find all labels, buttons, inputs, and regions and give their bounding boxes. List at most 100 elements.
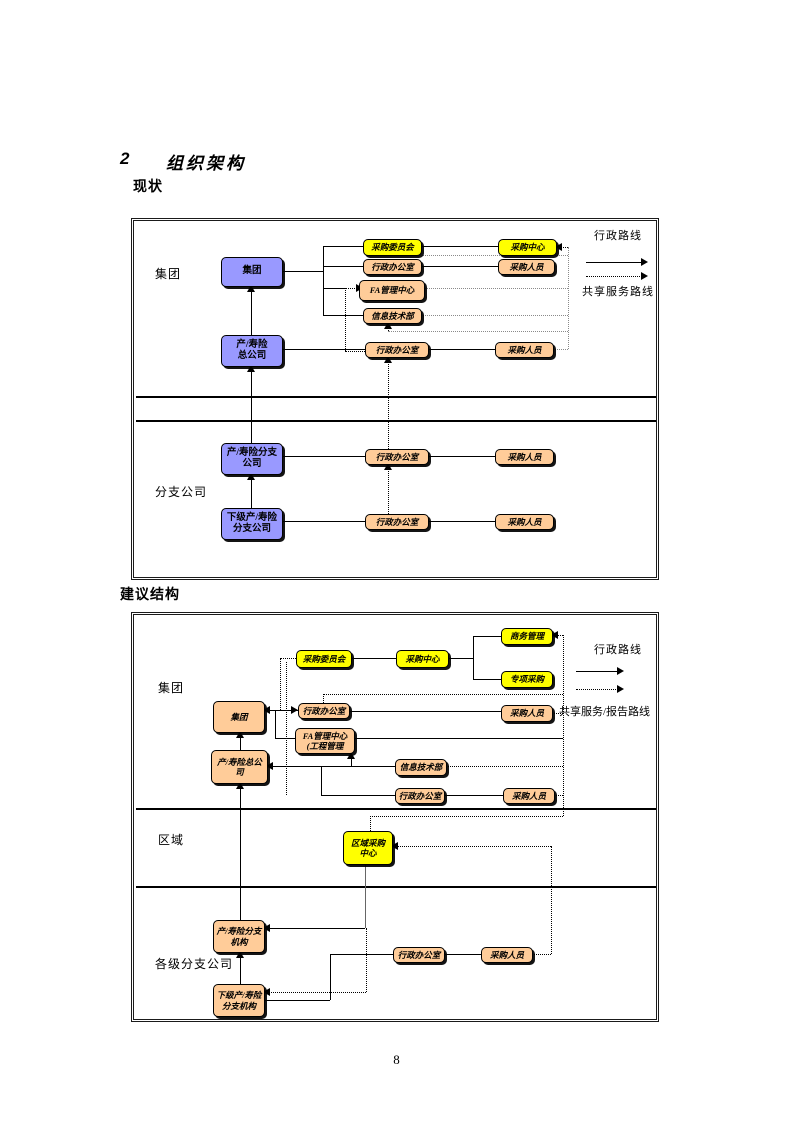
connector [281, 521, 365, 522]
node-regional-purchasing-center: 区域采购 中心 [343, 831, 393, 865]
node-admin-office: 行政办公室 [365, 449, 429, 465]
legend-shared-route: 共享服务路线 [582, 286, 654, 298]
node-purchasing-staff: 采购人员 [503, 788, 555, 804]
connector-dotted [323, 694, 563, 695]
arrowhead [247, 473, 255, 480]
legend-arrow-icon [641, 272, 648, 280]
node-admin-office: 行政办公室 [393, 947, 445, 963]
connector-dotted [370, 816, 563, 817]
connector [321, 795, 395, 796]
node-purchasing-staff: 采购人员 [495, 449, 554, 465]
connector [473, 636, 474, 679]
connector [281, 271, 323, 272]
arrowhead [263, 988, 270, 996]
legend-dotted-line [576, 689, 618, 690]
connector [443, 795, 503, 796]
connector [420, 246, 498, 247]
connector [330, 954, 331, 1000]
arrowhead [236, 951, 244, 958]
connector [348, 711, 501, 712]
connector [427, 521, 495, 522]
node-admin-office: 行政办公室 [365, 514, 429, 530]
node-fa-center: FA管理中心 [359, 280, 425, 301]
connector [443, 954, 481, 955]
arrowhead [263, 706, 270, 714]
node-admin-office: 行政办公室 [365, 342, 429, 358]
arrowhead [236, 782, 244, 789]
node-business-management: 商务管理 [501, 628, 553, 645]
node-it-dept: 信息技术部 [363, 308, 422, 324]
arrowhead [263, 924, 270, 932]
band-separator [136, 420, 656, 422]
connector-dotted [531, 954, 551, 955]
arrowhead [247, 285, 255, 292]
diagram-proposed-structure: 集团 区域 各级分支公司 行政路线 共享服务/报告路线 [131, 612, 659, 1022]
node-head-office: 产/寿险 总公司 [221, 335, 283, 367]
connector [330, 954, 393, 955]
arrowhead [347, 752, 355, 759]
band-separator [136, 808, 656, 810]
connector [263, 710, 298, 711]
connector [263, 1000, 330, 1001]
connector [321, 766, 322, 795]
connector-dotted [552, 349, 568, 350]
node-head-office: 产/寿险总公 司 [211, 750, 268, 784]
connector [240, 731, 241, 750]
connector [323, 288, 347, 289]
connector [353, 738, 563, 739]
connector [365, 863, 366, 928]
node-admin-office: 行政办公室 [395, 788, 445, 804]
band-label-region: 区域 [158, 833, 185, 847]
arrowhead [291, 706, 298, 714]
arrowhead [247, 365, 255, 372]
node-group: 集团 [213, 701, 265, 733]
connector-dotted [423, 288, 568, 289]
node-group: 集团 [221, 257, 283, 287]
diagram-current-state: 集团 分支公司 行政路线 共享服务路线 [131, 218, 659, 580]
node-purchasing-center: 采购中心 [498, 239, 557, 256]
band-separator [136, 886, 656, 888]
connector [251, 473, 252, 508]
legend-shared-route: 共享服务/报告路线 [559, 706, 651, 718]
connector-dotted [280, 658, 296, 659]
legend-arrow-icon [617, 685, 624, 693]
connector [473, 636, 501, 637]
legend-arrow-icon [641, 258, 648, 266]
legend-solid-line [576, 671, 618, 672]
connector [275, 738, 295, 739]
node-purchasing-staff: 采购人员 [481, 947, 533, 963]
legend-solid-line [586, 262, 642, 263]
arrowhead [266, 762, 273, 770]
band-label-group: 集团 [155, 267, 182, 281]
connector [427, 456, 495, 457]
node-branch-company: 产/寿险分支 公司 [221, 443, 283, 475]
legend-dotted-line [586, 276, 642, 277]
arrowhead [384, 322, 392, 329]
arrowhead [384, 356, 392, 363]
connector-dotted [267, 992, 366, 993]
connector [323, 315, 363, 316]
heading-number: 2 [120, 149, 130, 168]
connector-dotted [445, 766, 563, 767]
connector [251, 285, 252, 335]
connector [281, 456, 365, 457]
connector [427, 349, 495, 350]
connector-dotted [388, 463, 389, 514]
connector-dotted [393, 846, 551, 847]
page-number: 8 [393, 1052, 400, 1067]
node-sub-branch-company: 下级产/寿险 分支公司 [221, 508, 283, 540]
connector-dotted [286, 662, 287, 795]
connector [266, 766, 395, 767]
connector-dotted [388, 356, 389, 449]
connector [240, 951, 241, 984]
arrowhead [236, 731, 244, 738]
arrowhead [391, 842, 398, 850]
node-purchasing-staff: 采购人员 [495, 514, 554, 530]
node-purchasing-committee: 采购委员会 [296, 650, 352, 668]
connector-dotted [423, 255, 568, 256]
connector-dotted [551, 846, 552, 954]
connector [323, 266, 363, 267]
connector [323, 246, 363, 247]
arrowhead [555, 243, 562, 251]
